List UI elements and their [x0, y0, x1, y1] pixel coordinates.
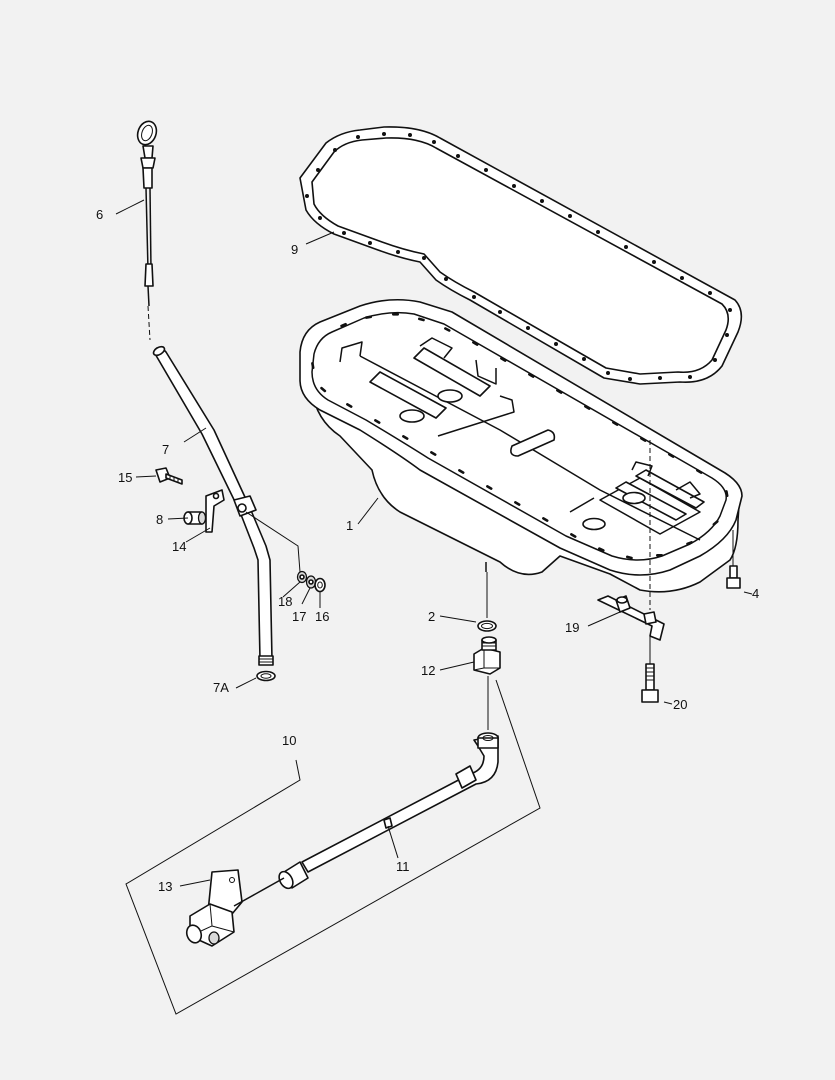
callout-1: 1 [346, 518, 353, 533]
o-ring-2[interactable] [477, 620, 497, 632]
callout-4: 4 [752, 586, 759, 601]
callout-13: 13 [158, 879, 172, 894]
leader-nut-to-bracket [245, 511, 301, 573]
nut-18[interactable] [296, 570, 308, 584]
washer-16[interactable] [314, 577, 326, 593]
adapter-fitting-12[interactable] [473, 636, 501, 675]
bolt-15[interactable] [155, 467, 183, 485]
callout-19: 19 [565, 620, 579, 635]
callout-9: 9 [291, 242, 298, 257]
callout-7a: 7A [213, 680, 229, 695]
callout-12: 12 [421, 663, 435, 678]
bracket-14[interactable] [205, 489, 225, 533]
oil-pan[interactable] [299, 298, 743, 593]
callout-6: 6 [96, 207, 103, 222]
dipstick-tube[interactable] [152, 345, 274, 666]
callout-11: 11 [396, 859, 410, 874]
callout-14: 14 [172, 539, 186, 554]
callout-16: 16 [315, 609, 329, 624]
suction-strainer-13[interactable] [184, 869, 285, 947]
callout-20: 20 [673, 697, 687, 712]
leader-lines [115, 199, 753, 887]
assembly-group-outline [125, 679, 541, 1015]
callout-7: 7 [162, 442, 169, 457]
o-ring-7a[interactable] [256, 670, 276, 682]
washer-17[interactable] [305, 575, 317, 589]
callout-2: 2 [428, 609, 435, 624]
bolt-4[interactable] [726, 565, 741, 589]
callout-10: 10 [282, 733, 296, 748]
callout-17: 17 [292, 609, 306, 624]
oil-pickup-tube[interactable] [276, 732, 499, 891]
bracket-19[interactable] [597, 595, 665, 641]
callout-18: 18 [278, 594, 292, 609]
oil-pan-gasket[interactable] [299, 126, 743, 385]
bolt-20[interactable] [641, 663, 659, 703]
callout-15: 15 [118, 470, 132, 485]
dipstick[interactable] [134, 119, 159, 341]
callout-8: 8 [156, 512, 163, 527]
